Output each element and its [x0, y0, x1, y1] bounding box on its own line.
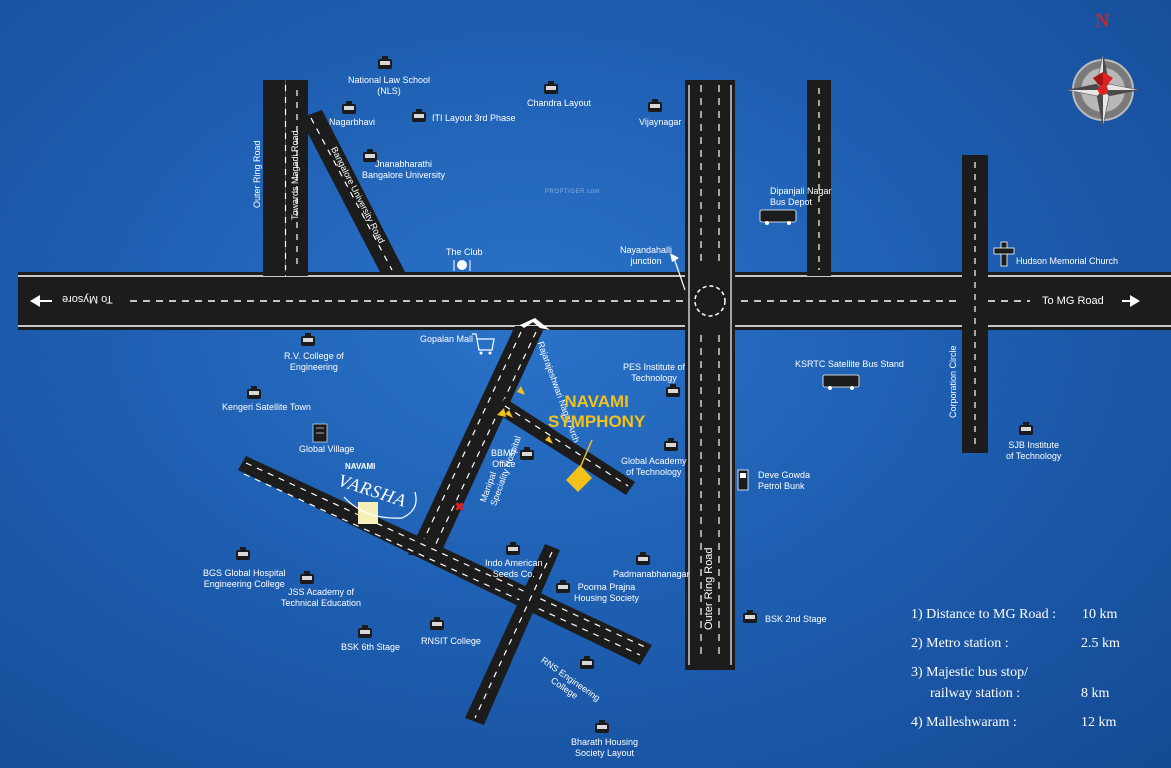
place-pes: PES Institute of Technology [623, 362, 686, 383]
outer-ring-road-left [263, 80, 308, 276]
east-arrow-icon [1130, 295, 1140, 307]
shopping-cart-icon [472, 333, 495, 355]
distance-value: 8 km [1081, 686, 1110, 701]
place-iti-layout: ITI Layout 3rd Phase [432, 113, 516, 123]
building-icon [312, 423, 328, 443]
distance-row: 3) Majestic bus stop/ [911, 665, 1028, 681]
direction-west: To Mysore [62, 293, 113, 305]
ksrtc-bus-icon [822, 374, 860, 390]
petrol-pump-icon [737, 469, 749, 491]
distance-label: 2) Metro station : [911, 636, 1009, 651]
place-jnanabharathi: Jnanabharathi Bangalore University [362, 159, 446, 180]
compass-north-label: N [1095, 10, 1110, 32]
place-nayandahalli: Nayandahalli junction [620, 245, 673, 266]
hospital-icon [455, 502, 464, 511]
place-jss: JSS Academy of Technical Education [281, 587, 362, 608]
place-nls: National Law School (NLS) [348, 75, 431, 96]
road-label-magadi: Towards Magadi Road [290, 130, 300, 220]
place-the-club: The Club [446, 247, 483, 257]
place-indo-american: Indo American Seeds Co. [485, 558, 543, 579]
watermark: PROPTIGER.com [545, 189, 600, 195]
distance-label: 3) Majestic bus stop/ [911, 665, 1029, 680]
place-dipanjali: Dipanjali Nagar Bus Depot [770, 186, 832, 207]
place-chandra-layout: Chandra Layout [527, 98, 592, 108]
road-label-outer-ring-right: Outer Ring Road [703, 547, 715, 630]
place-poorna-prajna: Poorna Prajna Housing Society [574, 582, 640, 603]
dipanjali-bus-icon [759, 209, 797, 225]
place-sjb: SJB Institute of Technology [1006, 440, 1062, 461]
place-ksrtc: KSRTC Satellite Bus Stand [795, 359, 904, 369]
place-vijaynagar: Vijaynagar [639, 117, 682, 127]
global-academy-road [495, 398, 635, 495]
distance-label: 1) Distance to MG Road : [911, 607, 1057, 622]
club-icon [453, 260, 471, 271]
west-arrow-icon [30, 295, 40, 307]
place-kengeri: Kengeri Satellite Town [222, 402, 311, 412]
place-padmanabhanagar: Padmanabhanagar [613, 569, 690, 579]
direction-east: To MG Road [1042, 295, 1104, 307]
project-title: NAVAMI SYMPHONY [548, 392, 645, 432]
rns-road [465, 544, 560, 725]
place-bsk-2nd: BSK 2nd Stage [765, 614, 827, 624]
place-rnsit: RNSIT College [421, 636, 481, 646]
main-highway [18, 272, 1171, 330]
place-rvce: R.V. College of Engineering [284, 351, 344, 372]
project-title-line2: SYMPHONY [548, 412, 646, 431]
vijaynagar-road [807, 80, 831, 276]
distance-value: 10 km [1082, 607, 1118, 622]
road-label-outer-ring-left: Outer Ring Road [252, 140, 262, 208]
place-bgs: BGS Global Hospital Engineering College [203, 568, 286, 589]
distance-row: 1) Distance to MG Road : [911, 607, 1056, 623]
nayandahalli-roundabout [694, 285, 726, 317]
bgs-road [238, 456, 652, 665]
distance-label: 4) Malleshwaram : [911, 715, 1017, 730]
place-deve-gowda: Deve Gowda Petrol Bunk [758, 470, 811, 491]
distance-value: 12 km [1081, 715, 1117, 730]
project-title-line1: NAVAMI [564, 392, 629, 411]
distance-row: 4) Malleshwaram : [911, 715, 1017, 731]
road-label-corporation-circle: Corporation Circle [948, 345, 958, 418]
corporation-circle-road [962, 155, 988, 453]
place-nagarbhavi: Nagarbhavi [329, 117, 376, 127]
place-bsk-6th: BSK 6th Stage [341, 642, 401, 652]
church-icon [993, 241, 1015, 267]
place-hudson: Hudson Memorial Church [1016, 256, 1119, 266]
distance-row: 2) Metro station : [911, 636, 1009, 652]
distance-row: railway station : [930, 686, 1020, 702]
distance-value: 2.5 km [1081, 636, 1120, 651]
compass-rose-icon [1066, 53, 1140, 127]
navami-symphony-marker [566, 465, 592, 492]
place-gopalan-mall: Gopalan Mall [420, 334, 474, 344]
rr-nagar-road [408, 326, 545, 555]
place-global-academy: Global Academy of Technology [621, 456, 687, 477]
bangalore-university-road [300, 110, 405, 272]
outer-ring-road-right [685, 80, 735, 670]
place-bbmp: BBMP Office [491, 448, 517, 469]
place-global-village: Global Village [299, 444, 355, 454]
distance-label: railway station : [930, 686, 1021, 701]
place-bharath-housing: Bharath Housing Society Layout [571, 737, 639, 758]
sister-project-brand: NAVAMI [345, 462, 376, 471]
